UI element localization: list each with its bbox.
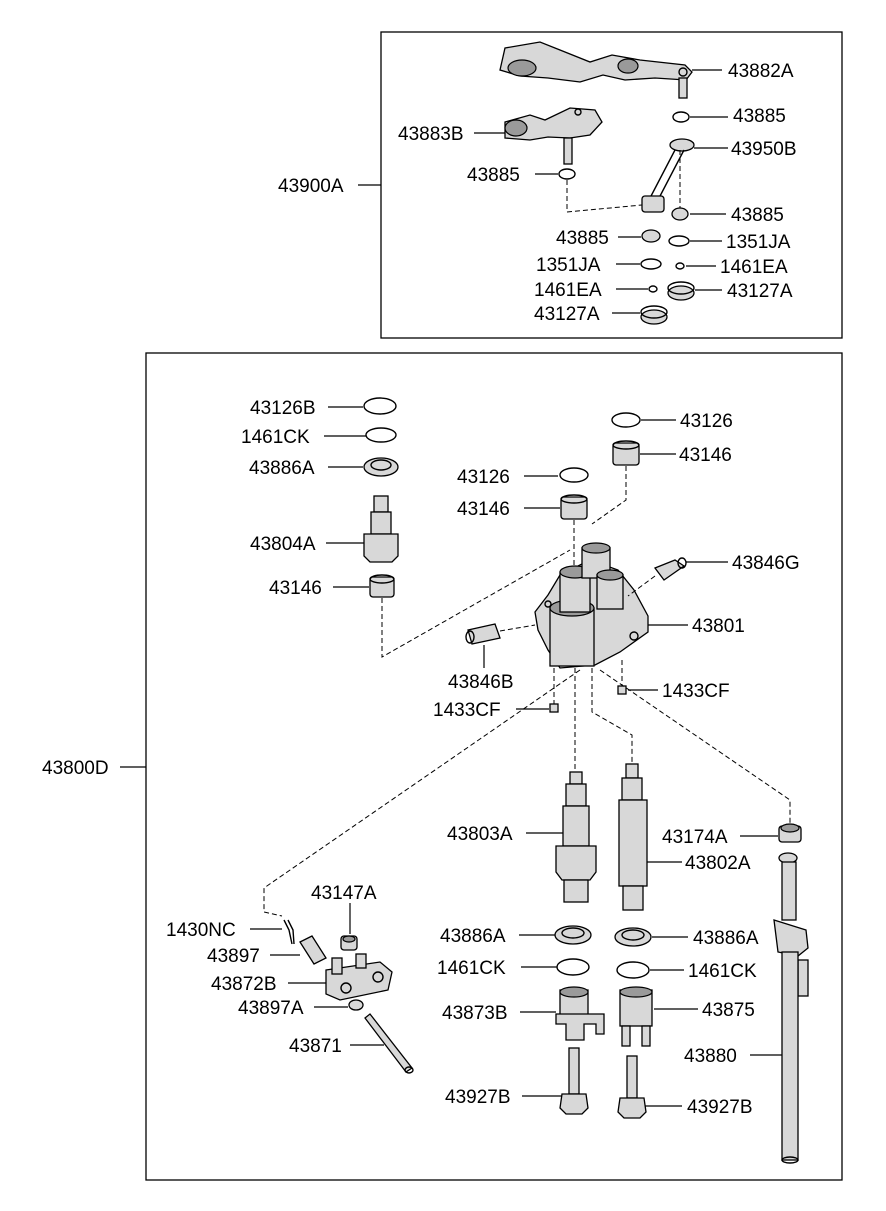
label-1351JA-1: 1351JA	[726, 232, 791, 253]
part-43127A-1	[667, 281, 695, 301]
label-43927B-left: 43927B	[445, 1087, 511, 1108]
label-43885-3: 43885	[731, 205, 784, 226]
label-43146-left: 43146	[269, 578, 322, 599]
label-43846B: 43846B	[448, 672, 514, 693]
label-43885-4: 43885	[556, 228, 609, 249]
label-1433CF-1: 1433CF	[662, 681, 730, 702]
label-43802A: 43802A	[685, 853, 751, 874]
part-43927B-bolt-left	[559, 1047, 589, 1115]
label-43804A: 43804A	[250, 534, 316, 555]
label-43875: 43875	[702, 1000, 755, 1021]
label-43126-center: 43126	[457, 467, 510, 488]
part-1433CF-left	[549, 703, 559, 713]
part-1351JA-1	[668, 235, 690, 247]
label-1351JA-2: 1351JA	[536, 255, 601, 276]
part-1461CK-right	[616, 961, 650, 979]
label-43882A: 43882A	[728, 61, 794, 82]
part-43882A-lever	[499, 41, 693, 99]
part-43897-pin	[299, 935, 327, 965]
label-1461EA-1: 1461EA	[720, 257, 788, 278]
part-43885-washer	[672, 111, 690, 123]
part-43801-housing	[534, 542, 649, 669]
label-43927B-right: 43927B	[687, 1097, 753, 1118]
part-43146-bearing-right	[612, 440, 640, 466]
label-43900A: 43900A	[278, 176, 344, 197]
label-43873B: 43873B	[442, 1003, 508, 1024]
part-43802A-shaft	[618, 763, 648, 911]
label-1461CK-right: 1461CK	[688, 961, 757, 982]
label-1430NC: 1430NC	[166, 920, 236, 941]
part-43846B-plug	[465, 623, 501, 645]
label-43872B: 43872B	[211, 974, 277, 995]
part-43873B-fork	[555, 986, 605, 1041]
part-43803A-shaft	[555, 771, 597, 903]
label-43800D: 43800D	[42, 758, 109, 779]
part-43871-pin	[364, 1013, 414, 1074]
part-43885-washer-left	[558, 168, 576, 180]
part-43146-bearing-center	[560, 494, 588, 520]
part-1351JA-2	[640, 258, 662, 270]
label-43801: 43801	[692, 616, 745, 637]
part-1461EA-1	[675, 262, 685, 270]
label-43897: 43897	[207, 946, 260, 967]
part-43883B-lever	[504, 107, 603, 165]
label-43174A: 43174A	[662, 827, 728, 848]
label-43880: 43880	[684, 1046, 737, 1067]
part-43147A-nut	[340, 935, 358, 951]
part-43174A-nut	[778, 823, 802, 843]
part-43886A-right	[614, 927, 652, 947]
label-43127A-2: 43127A	[534, 304, 600, 325]
part-43872B-lever	[325, 953, 393, 1001]
label-43846G: 43846G	[732, 553, 800, 574]
label-43950B: 43950B	[731, 139, 797, 160]
label-43886A-top: 43886A	[249, 458, 315, 479]
part-43950B-link	[641, 138, 695, 213]
part-43875-fork	[619, 986, 653, 1047]
part-43885-washer-4	[641, 229, 661, 243]
part-43927B-bolt-right	[617, 1055, 647, 1119]
label-43803A: 43803A	[447, 824, 513, 845]
label-1433CF-2: 1433CF	[433, 700, 501, 721]
part-43897A-washer	[348, 999, 364, 1011]
label-1461CK-left: 1461CK	[437, 958, 506, 979]
part-43886A-top	[363, 457, 399, 477]
part-43126B	[363, 397, 397, 415]
part-1461EA-2	[648, 285, 658, 293]
part-1430NC-pin	[283, 919, 295, 945]
part-43804A-shaft	[363, 495, 399, 563]
label-43883B: 43883B	[398, 124, 464, 145]
part-43127A-2	[640, 305, 668, 325]
part-43886A-left	[554, 925, 592, 945]
part-43885-washer-3	[671, 207, 689, 221]
label-43146-right: 43146	[679, 445, 732, 466]
part-1433CF-right	[617, 685, 627, 695]
label-43147A: 43147A	[311, 883, 377, 904]
label-43126-right: 43126	[680, 411, 733, 432]
label-43127A-1: 43127A	[727, 281, 793, 302]
label-43871: 43871	[289, 1036, 342, 1057]
label-43885-1: 43885	[733, 106, 786, 127]
label-43897A: 43897A	[238, 998, 304, 1019]
label-43126B: 43126B	[250, 398, 316, 419]
label-43886A-right: 43886A	[693, 928, 759, 949]
part-43846G-plug	[653, 557, 687, 581]
part-43126-center	[559, 467, 589, 483]
label-43885-2: 43885	[467, 165, 520, 186]
label-1461CK-top: 1461CK	[241, 427, 310, 448]
part-43126-right	[611, 412, 641, 428]
label-43146-center: 43146	[457, 499, 510, 520]
label-43886A-left: 43886A	[440, 926, 506, 947]
label-1461EA-2: 1461EA	[534, 280, 602, 301]
part-1461CK-top	[365, 427, 397, 443]
part-1461CK-left	[556, 958, 590, 976]
part-43880-rod	[773, 852, 809, 1164]
part-43146-bearing-left	[369, 574, 395, 598]
